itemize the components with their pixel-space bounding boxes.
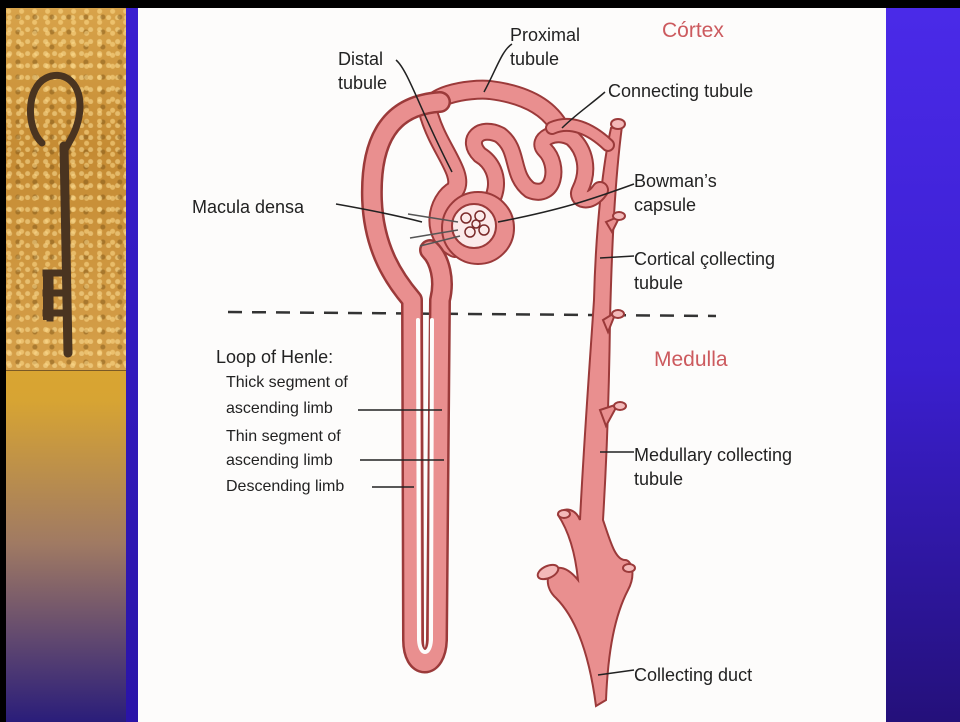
branch-opening	[612, 310, 624, 318]
nephron-diagram-panel: Córtex Medulla Proximal tubule Distal tu…	[138, 8, 886, 722]
branch-opening	[623, 564, 635, 572]
label-loop-of-henle: Loop of Henle:	[216, 346, 333, 368]
cortex-medulla-boundary	[228, 312, 716, 316]
label-distal-line1: Distal	[338, 48, 383, 70]
label-bowman-line1: Bowman’s	[634, 170, 717, 192]
label-collecting-duct: Collecting duct	[634, 664, 752, 686]
left-gold-strip	[6, 8, 126, 722]
label-distal-line2: tubule	[338, 72, 387, 94]
label-macula-densa: Macula densa	[192, 196, 304, 218]
label-bowman-line2: capsule	[634, 194, 696, 216]
left-purple-band	[126, 8, 138, 722]
branch-opening	[611, 119, 625, 129]
region-label-cortex: Córtex	[662, 19, 724, 43]
label-thick-line1: Thick segment of	[226, 372, 348, 393]
branch-opening	[613, 212, 625, 220]
right-purple-band	[886, 8, 960, 722]
label-thin-line2: ascending limb	[226, 450, 333, 471]
label-thick-line2: ascending limb	[226, 398, 333, 419]
branch-opening	[614, 402, 626, 410]
label-cortical-line2: tubule	[634, 272, 683, 294]
key-photo	[6, 8, 126, 371]
region-label-medulla: Medulla	[654, 348, 728, 372]
branch-opening	[558, 510, 570, 518]
label-medullary-line2: tubule	[634, 468, 683, 490]
label-connecting-tubule: Connecting tubule	[608, 80, 753, 102]
label-medullary-line1: Medullary collecting	[634, 444, 792, 466]
key-icon	[6, 8, 126, 370]
label-proximal-line2: tubule	[510, 48, 559, 70]
label-proximal-line1: Proximal	[510, 24, 580, 46]
label-thin-line1: Thin segment of	[226, 426, 341, 447]
label-descending-limb: Descending limb	[226, 476, 344, 497]
label-cortical-line1: Cortical çollecting	[634, 248, 775, 270]
